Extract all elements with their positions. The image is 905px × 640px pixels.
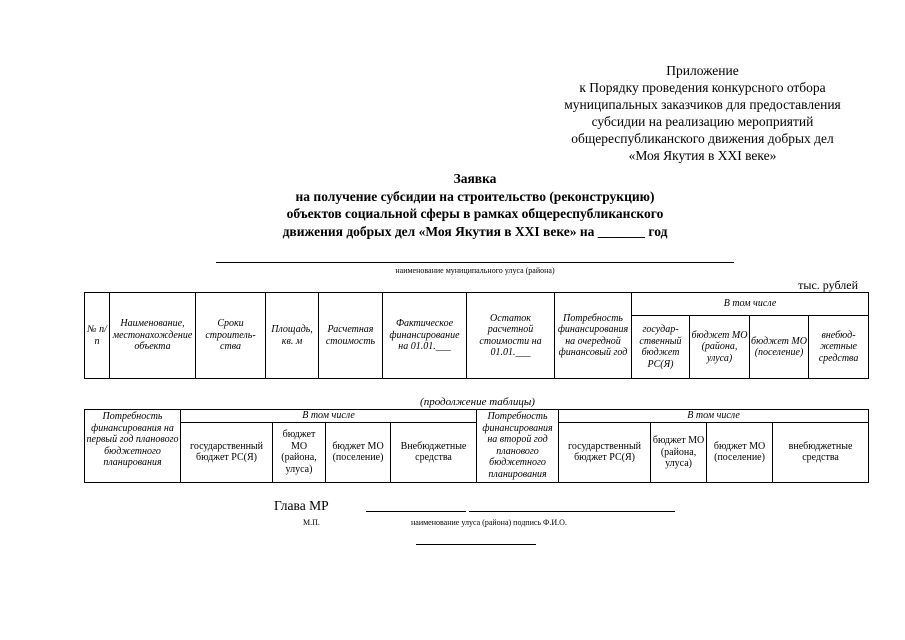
signature-name-line (469, 511, 675, 512)
appendix-line: к Порядку проведения конкурсного отбора (579, 80, 826, 95)
table-continuation-label: (продолжение таблицы) (420, 396, 535, 408)
header-need-first-year: Потребность финансирования на первый год… (84, 409, 181, 483)
subheader-extrabudgetary: Внебюджетные средства (389, 421, 478, 483)
header-remaining-cost: Остаток расчетной стоимости на 01.01.___ (466, 292, 555, 379)
district-name-line (216, 262, 734, 263)
title-line: объектов социальной сферы в рамках общер… (286, 206, 664, 221)
appendix-note: Приложение к Порядку проведения конкурсн… (530, 62, 875, 164)
continuation-table: Потребность финансирования на первый год… (84, 409, 870, 483)
title-line: Заявка (453, 171, 497, 186)
subheader-state-budget-second: государственный бюджет РС(Я) (558, 421, 652, 483)
header-construction-period: Сроки строитель-ства (195, 292, 266, 379)
district-signature-line (366, 511, 466, 512)
subheader-settlement-budget: бюджет МО (поселение) (749, 315, 809, 379)
appendix-line: общереспубликанского движения добрых дел (571, 131, 834, 146)
subheader-state-budget: государ-ственный бюджет РС(Я) (631, 315, 690, 379)
document-title: Заявка на получение субсидии на строител… (200, 170, 750, 240)
head-label: Глава МР (274, 498, 329, 513)
subheader-settlement-budget-second: бюджет МО (поселение) (706, 421, 774, 483)
district-caption: наименование муниципального улуса (район… (395, 266, 555, 275)
header-need-second-year: Потребность финансирования на второй год… (476, 409, 560, 483)
header-actual-financing: Фактическое финансирование на 01.01.___ (382, 292, 467, 379)
signature-caption: наименование улуса (района) подпись Ф.И.… (411, 518, 567, 527)
appendix-line: субсидии на реализацию мероприятий (591, 114, 814, 129)
appendix-line: Приложение (666, 63, 739, 78)
units-label: тыс. рублей (798, 278, 858, 292)
header-number: № п/п (84, 292, 110, 379)
appendix-line: «Моя Якутия в XXI веке» (628, 148, 777, 163)
subheader-settlement-budget: бюджет МО (поселение) (325, 421, 391, 483)
extra-signature-line (416, 544, 536, 545)
subheader-extrabudgetary: внебюд-жетные средства (807, 315, 870, 379)
subheader-district-budget-second: бюджет МО (района, улуса) (650, 421, 708, 483)
header-including: В том числе (630, 292, 870, 316)
subheader-state-budget: государственный бюджет РС(Я) (180, 421, 273, 483)
title-line: на получение субсидии на строительство (… (295, 188, 655, 204)
title-line: движения добрых дел «Моя Якутия в XXI ве… (282, 223, 668, 239)
header-financing-need: Потребность финансирования на очередной … (554, 292, 632, 379)
header-including-second: В том числе (558, 409, 870, 423)
subheader-district-budget: бюджет МО (района, улуса) (689, 315, 750, 379)
header-including-first: В том числе (179, 409, 478, 423)
header-area: Площадь, кв. м (265, 292, 319, 379)
subheader-extrabudgetary-second: внебюджетные средства (772, 421, 870, 483)
application-table: № п/п Наименование, местонахождение объе… (84, 292, 870, 379)
subheader-district-budget: бюджет МО (района, улуса) (272, 421, 326, 483)
stamp-label: М.П. (303, 518, 320, 527)
header-object-name: Наименование, местонахождение объекта (109, 292, 196, 379)
header-estimated-cost: Расчетная стоимость (318, 292, 383, 379)
appendix-line: муниципальных заказчиков для предоставле… (564, 97, 841, 112)
